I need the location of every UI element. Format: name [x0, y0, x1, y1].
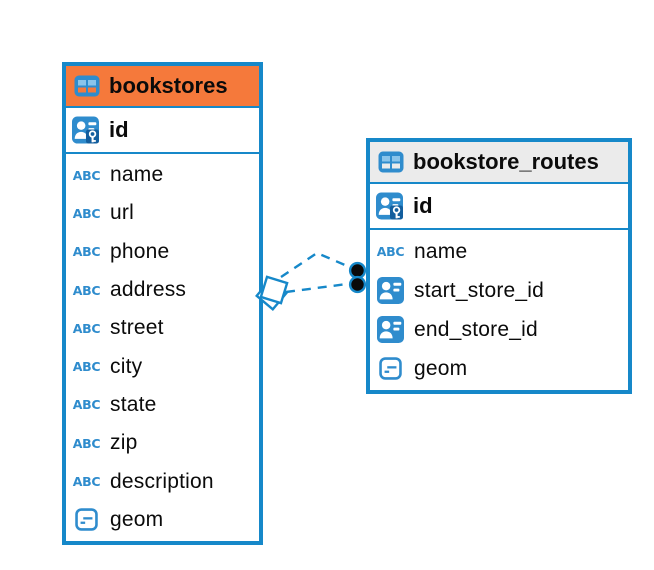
- geometry-square-icon: [72, 508, 101, 531]
- column-row-address[interactable]: ABC address: [66, 271, 259, 309]
- table-header-bookstores[interactable]: bookstores: [66, 66, 259, 108]
- column-name: url: [110, 201, 134, 225]
- column-list: ABC name ABC url ABC phone ABC address A…: [66, 154, 259, 541]
- column-name: address: [110, 278, 187, 302]
- column-name: state: [110, 392, 157, 416]
- column-row-id[interactable]: id: [370, 184, 628, 230]
- column-row-phone[interactable]: ABC phone: [66, 233, 259, 271]
- person-key-icon: [375, 192, 404, 220]
- text-type-icon: ABC: [72, 435, 101, 451]
- column-name: start_store_id: [414, 278, 545, 302]
- column-name: id: [413, 193, 433, 218]
- text-type-icon: ABC: [72, 359, 101, 375]
- geometry-square-icon: [376, 357, 405, 380]
- column-name: geom: [110, 507, 164, 531]
- column-name: city: [110, 354, 143, 378]
- column-row-end-store-id[interactable]: end_store_id: [370, 310, 628, 349]
- text-type-icon: ABC: [72, 397, 101, 413]
- column-name: description: [110, 469, 214, 493]
- column-name: street: [110, 316, 164, 340]
- column-row-start-store-id[interactable]: start_store_id: [370, 271, 628, 310]
- column-name: zip: [110, 431, 138, 455]
- column-row-zip[interactable]: ABC zip: [66, 424, 259, 462]
- text-type-icon: ABC: [72, 244, 101, 260]
- table-bookstores[interactable]: bookstores id ABC name ABC url ABC phone…: [62, 62, 263, 545]
- person-key-icon: [71, 116, 100, 144]
- table-grid-icon: [376, 151, 405, 173]
- column-name: name: [110, 163, 164, 187]
- column-name: geom: [414, 356, 468, 380]
- column-row-geom[interactable]: geom: [370, 349, 628, 388]
- relation-endpoint-dot-lower[interactable]: [348, 275, 367, 294]
- table-grid-icon: [72, 75, 101, 97]
- relationship-connector[interactable]: [250, 238, 385, 323]
- table-header-bookstore-routes[interactable]: bookstore_routes: [370, 142, 628, 184]
- column-name: end_store_id: [414, 317, 538, 341]
- column-name: id: [109, 117, 129, 142]
- text-type-icon: ABC: [72, 320, 101, 336]
- column-row-name[interactable]: ABC name: [66, 156, 259, 194]
- relation-diamond-marker-front[interactable]: [259, 275, 289, 305]
- text-type-icon: ABC: [72, 205, 101, 221]
- relationship-line-upper[interactable]: [280, 251, 353, 278]
- text-type-icon: ABC: [72, 167, 101, 183]
- column-name: phone: [110, 239, 170, 263]
- relationship-line-lower[interactable]: [285, 282, 352, 294]
- relation-endpoint-dot-upper[interactable]: [348, 261, 367, 280]
- table-bookstore-routes[interactable]: bookstore_routes id ABC name start_store…: [366, 138, 632, 394]
- column-row-state[interactable]: ABC state: [66, 386, 259, 424]
- column-row-city[interactable]: ABC city: [66, 347, 259, 385]
- column-name: name: [414, 239, 468, 263]
- column-row-street[interactable]: ABC street: [66, 309, 259, 347]
- column-list: ABC name start_store_id end_store_id geo…: [370, 230, 628, 390]
- column-row-name[interactable]: ABC name: [370, 232, 628, 271]
- column-row-description[interactable]: ABC description: [66, 462, 259, 500]
- table-title: bookstores: [109, 73, 228, 98]
- column-row-url[interactable]: ABC url: [66, 194, 259, 232]
- text-type-icon: ABC: [72, 282, 101, 298]
- column-row-geom[interactable]: geom: [66, 501, 259, 539]
- table-title: bookstore_routes: [413, 149, 599, 174]
- column-row-id[interactable]: id: [66, 108, 259, 154]
- text-type-icon: ABC: [72, 474, 101, 490]
- text-type-icon: ABC: [376, 244, 405, 259]
